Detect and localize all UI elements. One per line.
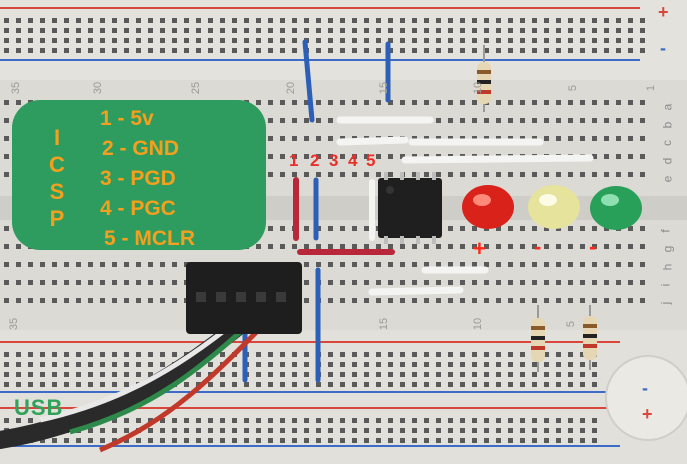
white-wire [401, 154, 594, 164]
pin-line: 1 - 5v [100, 107, 154, 130]
column-letter: f [658, 229, 673, 233]
rail-sign: - [642, 378, 648, 398]
yellow-led [528, 185, 580, 229]
icsp-pin-list: 1 - 5v 2 - GND 3 - PGD 4 - PGC 5 - MCLR [100, 104, 195, 254]
column-letter: a [660, 103, 675, 111]
row-number: 35 [10, 81, 23, 95]
green-led [590, 186, 642, 230]
row-number: 1 [645, 84, 658, 92]
icsp-letters: I C S P [40, 124, 74, 232]
pin-number: 4 [348, 151, 358, 170]
column-letter: h [660, 263, 675, 271]
resistor [583, 305, 597, 370]
row-number: 5 [567, 84, 580, 92]
row-number: 10 [472, 317, 485, 331]
column-letter: e [660, 175, 675, 183]
led-minus-sign: - [534, 234, 542, 259]
blue-wire [302, 39, 315, 123]
column-letter: d [660, 157, 675, 165]
resistor [477, 45, 491, 112]
pin-line: 5 - MCLR [104, 227, 195, 250]
red-led [462, 185, 514, 229]
white-wire [336, 136, 409, 146]
rail-sign: + [658, 2, 669, 22]
pin-number: 2 [310, 151, 320, 170]
row-number: 35 [8, 317, 21, 331]
icsp-label-box [12, 100, 266, 250]
icsp-letter: C [49, 152, 65, 177]
icsp-letter: P [49, 206, 65, 231]
column-letter: j [658, 301, 673, 305]
column-letter: g [660, 245, 675, 253]
row-number: 5 [565, 320, 578, 328]
row-number: 30 [92, 81, 105, 95]
row-number: 20 [285, 81, 298, 95]
pin-line: 4 - PGC [100, 197, 176, 220]
glare [605, 355, 687, 441]
rail-sign: + [642, 404, 653, 424]
resistor [531, 305, 545, 372]
column-letter: c [660, 140, 674, 146]
usb-label: USB [14, 395, 64, 420]
rail-sign: - [660, 38, 666, 58]
icsp-letter: S [49, 179, 65, 204]
pin-line: 2 - GND [102, 137, 180, 160]
pin-number: 1 [289, 151, 299, 170]
led-plus-sign: + [473, 236, 486, 261]
pin-number: 5 [366, 151, 376, 170]
white-wire [368, 286, 464, 296]
pin-line: 3 - PGD [100, 167, 176, 190]
pin-number: 3 [329, 151, 339, 170]
icsp-letter: I [53, 125, 61, 150]
ic-chip [378, 172, 442, 244]
column-letter: b [660, 121, 675, 129]
row-number: 15 [378, 317, 391, 331]
row-number: 10 [472, 81, 485, 95]
column-letter: i [658, 283, 673, 287]
row-number: 15 [378, 81, 391, 95]
led-minus-sign: - [589, 234, 597, 259]
row-number: 25 [190, 81, 203, 95]
connector [186, 262, 302, 334]
